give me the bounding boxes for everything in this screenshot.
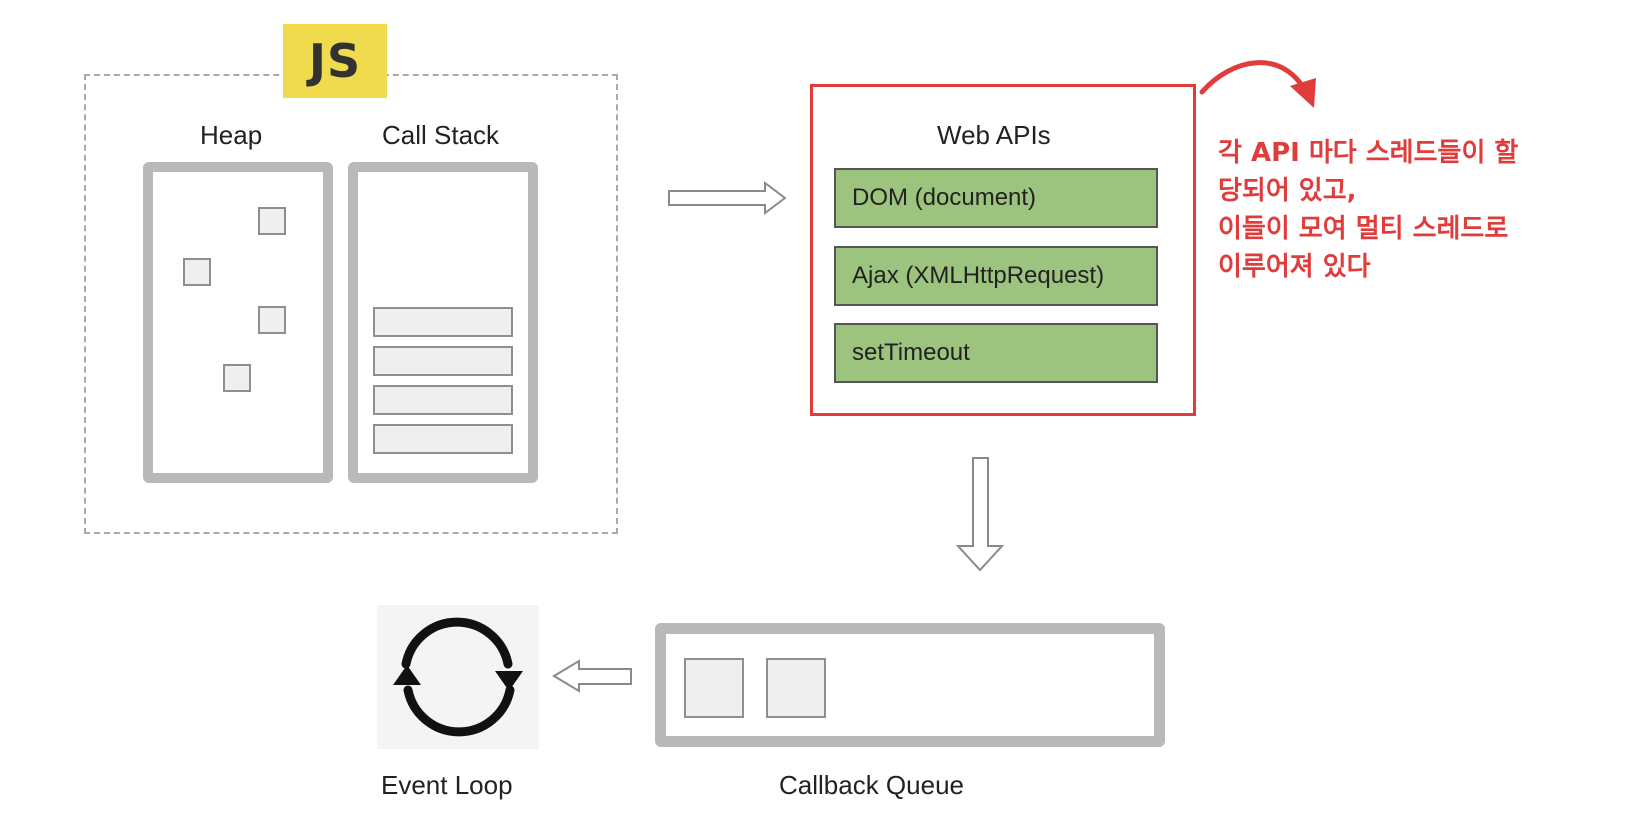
js-logo: JS	[283, 24, 387, 98]
web-apis-title: Web APIs	[937, 120, 1051, 150]
arrow-to-event-loop	[552, 659, 632, 693]
heap-object	[258, 207, 286, 235]
stack-frame	[373, 424, 513, 454]
queue-callback	[684, 658, 744, 718]
stack-frame	[373, 385, 513, 415]
heap-frame	[143, 162, 333, 483]
call-stack-label: Call Stack	[382, 120, 500, 150]
note-line: 당되어 있고,	[1218, 176, 1357, 206]
queue-callback	[766, 658, 826, 718]
api-item-dom: DOM (document)	[834, 168, 1158, 228]
note-line: 이루어져 있다	[1218, 252, 1371, 282]
heap-object	[223, 364, 251, 392]
api-item-ajax: Ajax (XMLHttpRequest)	[834, 246, 1158, 306]
api-item-settimeout: setTimeout	[834, 323, 1158, 383]
event-loop-label: Event Loop	[381, 770, 513, 800]
arrow-to-callback-queue	[955, 457, 1005, 572]
note-line: 이들이 모여 멀티 스레드로	[1218, 214, 1509, 244]
heap-label: Heap	[200, 120, 263, 150]
stack-frame	[373, 346, 513, 376]
curved-annotation-arrow	[1199, 60, 1309, 95]
event-loop-icon	[393, 617, 523, 737]
callback-queue-label: Callback Queue	[779, 770, 964, 800]
note-line: 각 API 마다 스레드들이 할	[1218, 138, 1519, 168]
arrow-to-web-apis	[668, 181, 787, 215]
stack-frame	[373, 307, 513, 337]
thread-note: 각 API 마다 스레드들이 할 당되어 있고, 이들이 모여 멀티 스레드로 …	[1218, 134, 1628, 286]
heap-object	[183, 258, 211, 286]
heap-object	[258, 306, 286, 334]
